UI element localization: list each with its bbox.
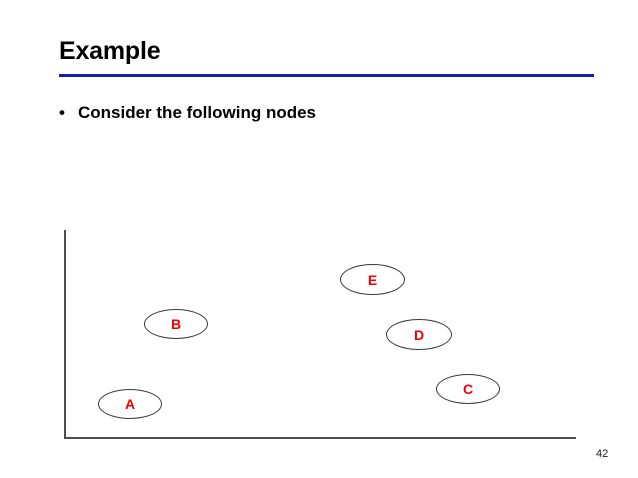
node-label-b: B — [170, 316, 182, 332]
node-c: C — [436, 374, 500, 404]
node-d: D — [386, 319, 452, 350]
node-label-e: E — [367, 271, 378, 288]
y-axis-line — [64, 230, 66, 439]
page-title: Example — [59, 37, 161, 65]
bullet-marker-icon: • — [59, 103, 65, 122]
page-number: 42 — [596, 448, 609, 460]
node-b: B — [144, 309, 208, 339]
node-label-c: C — [462, 381, 474, 397]
title-underline-rule — [59, 74, 594, 77]
node-label-d: D — [413, 326, 425, 343]
node-e: E — [340, 264, 405, 295]
node-a: A — [98, 389, 162, 419]
bullet-item: • Consider the following nodes — [59, 102, 316, 124]
x-axis-line — [64, 437, 576, 439]
bullet-text: Consider the following nodes — [78, 103, 316, 122]
node-label-a: A — [124, 396, 136, 412]
